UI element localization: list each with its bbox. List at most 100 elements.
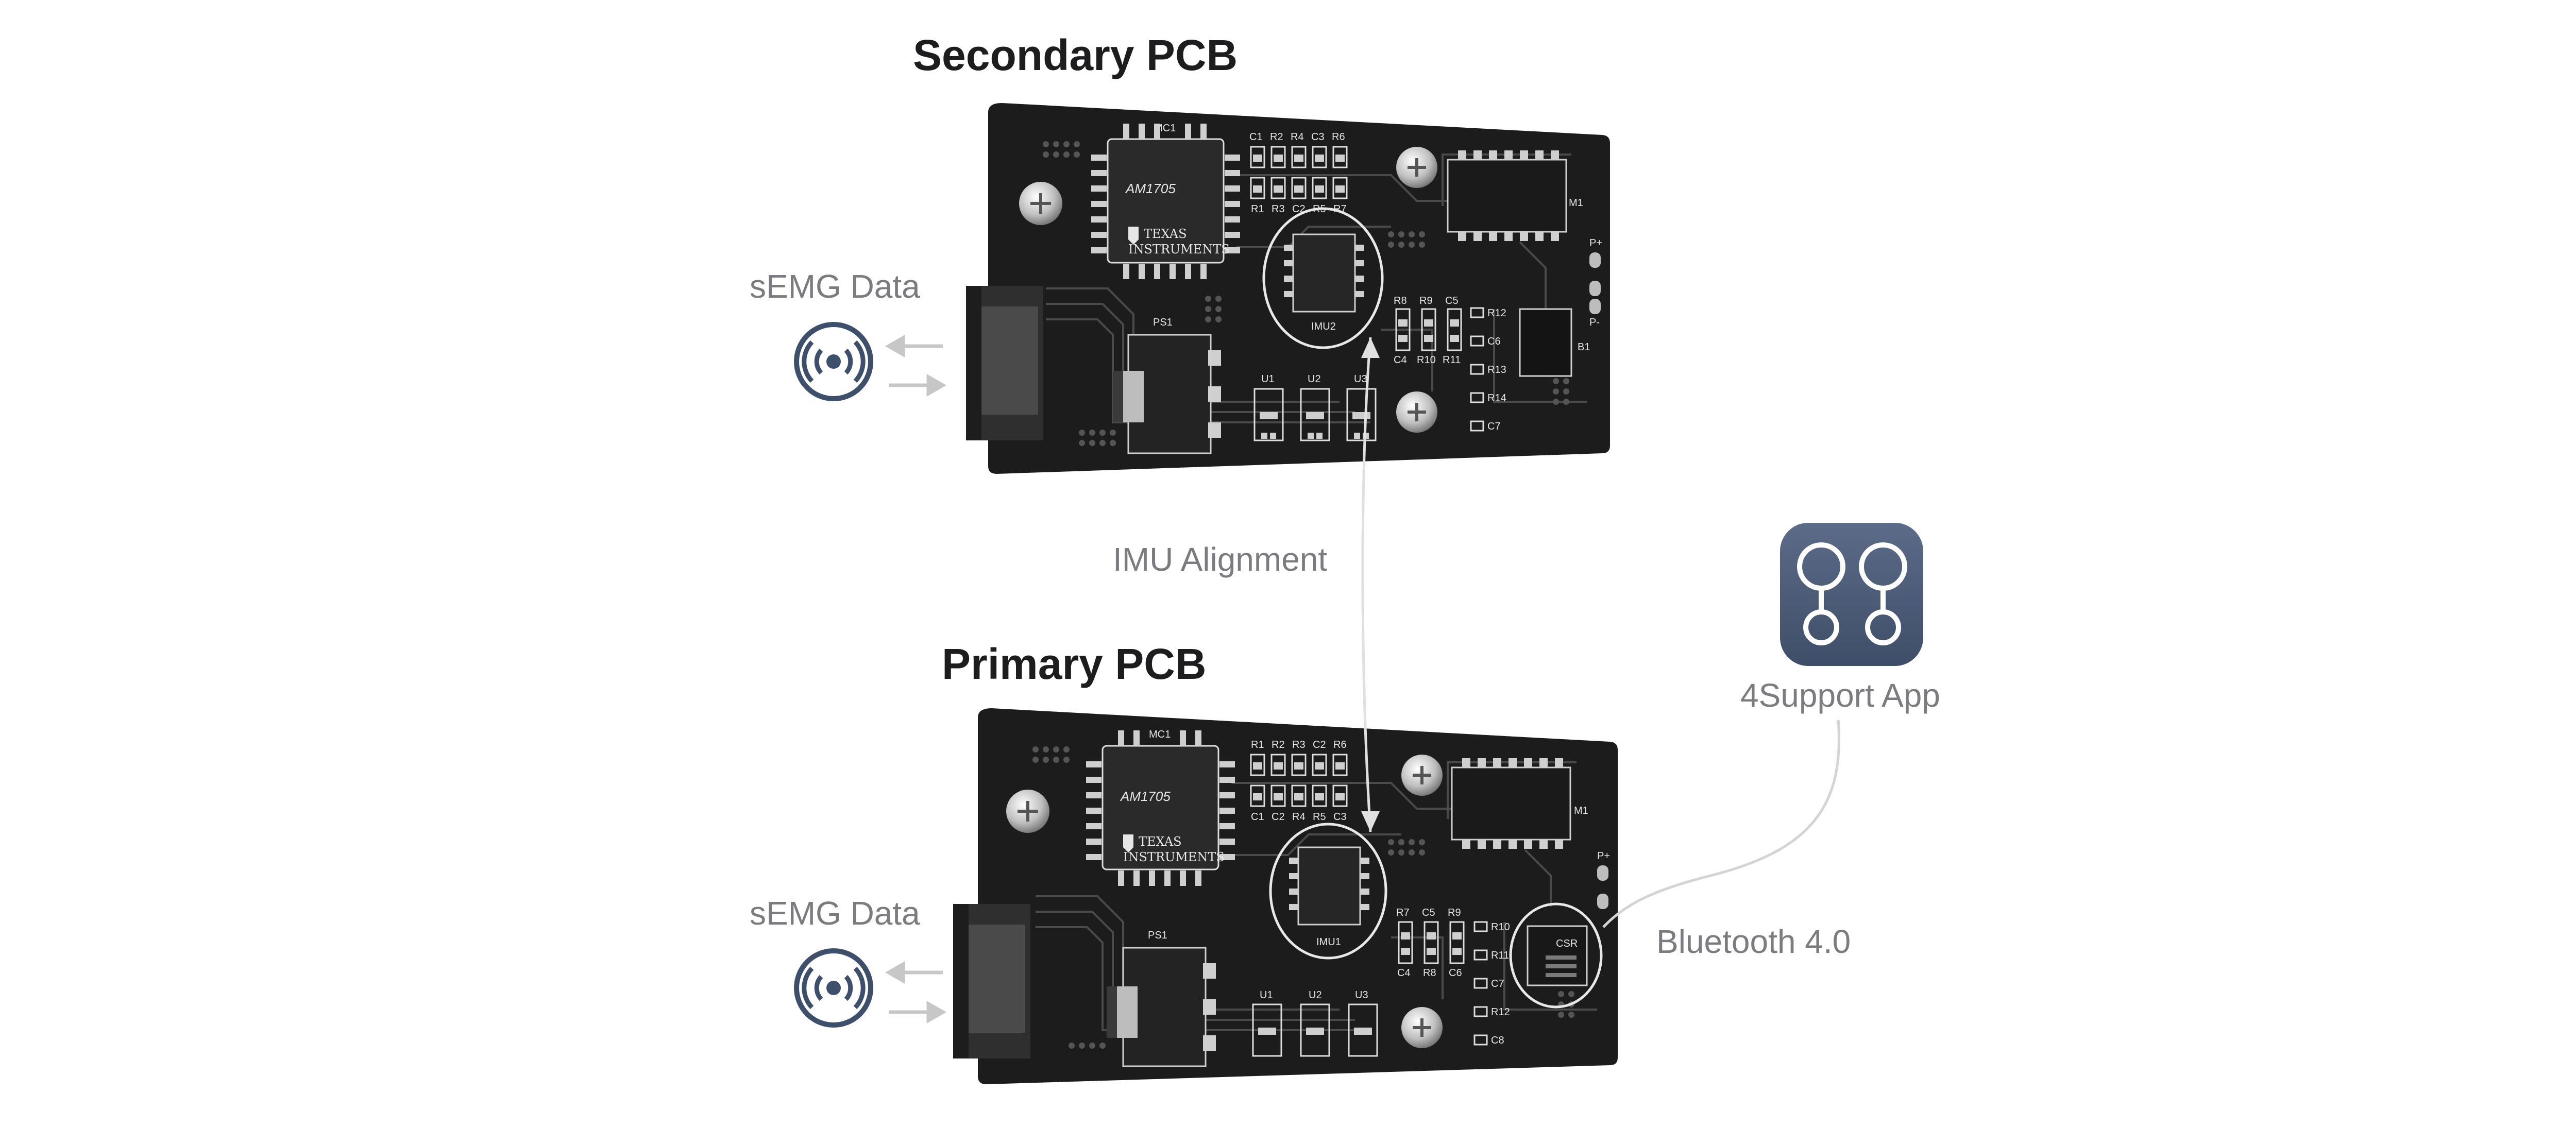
secondary-passives-right: R12 C6 R13 R14 C7 — [1470, 307, 1506, 432]
secondary-imu-chip: IMU2 — [1262, 207, 1384, 349]
semg-data-label-bottom: sEMG Data — [750, 895, 920, 932]
svg-text:C6: C6 — [1487, 336, 1501, 347]
primary-brand-line2: INSTRUMENTS — [1123, 850, 1225, 864]
primary-bt-chip: CSR — [1509, 902, 1603, 1009]
secondary-soic-ic: M1 — [1447, 150, 1583, 241]
svg-text:R13: R13 — [1487, 364, 1506, 375]
primary-mcu-ref: MC1 — [1149, 729, 1171, 740]
svg-text:U1: U1 — [1260, 989, 1273, 1001]
svg-text:R2: R2 — [1272, 739, 1285, 750]
svg-text:P+: P+ — [1589, 237, 1602, 249]
svg-text:R10: R10 — [1491, 921, 1510, 933]
secondary-connector — [966, 286, 1043, 440]
svg-text:R7: R7 — [1396, 907, 1410, 918]
secondary-screw-left — [1019, 182, 1062, 225]
semg-data-label-top: sEMG Data — [750, 268, 920, 305]
primary-ti-logo-icon — [1123, 834, 1133, 852]
primary-brand-line1: TEXAS — [1139, 834, 1182, 849]
svg-text:R1: R1 — [1251, 739, 1264, 750]
svg-text:M1: M1 — [1574, 805, 1588, 816]
4support-app-icon[interactable] — [1780, 523, 1923, 666]
svg-text:U3: U3 — [1354, 373, 1367, 385]
primary-screw-left — [1006, 790, 1049, 833]
primary-pcb: Primary PCB — [942, 640, 1618, 1084]
secondary-pcb-title: Secondary PCB — [913, 31, 1238, 79]
svg-text:C6: C6 — [1449, 967, 1462, 979]
primary-power-ref: PS1 — [1148, 930, 1167, 941]
svg-text:U3: U3 — [1355, 989, 1368, 1001]
secondary-screw-top — [1396, 147, 1437, 188]
svg-text:R9: R9 — [1448, 907, 1461, 918]
svg-text:C8: C8 — [1491, 1035, 1504, 1046]
svg-text:C7: C7 — [1491, 978, 1504, 989]
secondary-brand-line1: TEXAS — [1144, 227, 1187, 241]
svg-text:U2: U2 — [1309, 989, 1322, 1001]
svg-text:R4: R4 — [1292, 811, 1306, 823]
svg-text:C5: C5 — [1445, 295, 1459, 306]
svg-text:R9: R9 — [1419, 295, 1433, 306]
primary-passives-mid: R7 C5 R9 C4 R8 C6 — [1396, 907, 1465, 979]
secondary-passives-top: C1 R2 R4 C3 R6 R1 R3 C2 R5 R7 — [1249, 131, 1348, 215]
svg-text:C2: C2 — [1313, 739, 1326, 750]
svg-text:R4: R4 — [1291, 131, 1304, 143]
svg-text:P+: P+ — [1597, 850, 1610, 862]
svg-text:C7: C7 — [1487, 421, 1501, 432]
secondary-power-module: PS1 — [1113, 317, 1221, 454]
wireless-signal-icon — [794, 948, 873, 1028]
primary-connector — [953, 904, 1030, 1058]
svg-text:C3: C3 — [1311, 131, 1325, 143]
svg-text:C3: C3 — [1333, 811, 1347, 823]
svg-text:R5: R5 — [1313, 811, 1326, 823]
svg-text:R11: R11 — [1443, 354, 1461, 366]
svg-text:R3: R3 — [1292, 739, 1306, 750]
svg-text:R3: R3 — [1272, 203, 1285, 215]
svg-text:U1: U1 — [1261, 373, 1275, 385]
svg-text:C4: C4 — [1394, 354, 1407, 366]
primary-screw-top — [1401, 755, 1443, 796]
secondary-u-components: U1 U2 U3 — [1253, 373, 1377, 441]
secondary-passives-mid: R8 R9 C5 C4 R10 R11 — [1394, 295, 1462, 366]
svg-text:R12: R12 — [1491, 1006, 1510, 1018]
svg-text:C1: C1 — [1249, 131, 1263, 143]
svg-text:U2: U2 — [1308, 373, 1321, 385]
svg-text:R10: R10 — [1417, 354, 1436, 366]
svg-text:CSR: CSR — [1556, 938, 1578, 949]
svg-text:P-: P- — [1589, 317, 1600, 328]
primary-pcb-title: Primary PCB — [942, 640, 1207, 688]
semg-arrows-bottom — [885, 961, 947, 1024]
secondary-via-dots — [1043, 141, 1569, 446]
svg-text:R8: R8 — [1394, 295, 1407, 306]
bluetooth-link-line — [1602, 720, 1840, 928]
semg-arrows-top — [885, 334, 947, 397]
bluetooth-label: Bluetooth 4.0 — [1656, 923, 1851, 960]
svg-text:R6: R6 — [1333, 739, 1347, 750]
svg-text:B1: B1 — [1578, 341, 1590, 353]
wireless-signal-icon — [794, 322, 873, 401]
secondary-mcu-chip: MC1 AM1705 TEXAS INSTRUMENTS — [1091, 123, 1240, 279]
app-label: 4Support App — [1740, 677, 1940, 714]
secondary-power-ref: PS1 — [1153, 317, 1173, 328]
primary-passives-top: R1 R2 R3 C2 R6 C1 C2 R4 R5 C3 — [1250, 739, 1348, 823]
svg-text:C5: C5 — [1422, 907, 1435, 918]
svg-text:R1: R1 — [1251, 203, 1264, 215]
primary-imu-chip: IMU1 — [1269, 823, 1387, 960]
imu-alignment-arrow — [1361, 337, 1380, 832]
svg-text:R12: R12 — [1487, 308, 1506, 319]
secondary-brand-line2: INSTRUMENTS — [1128, 242, 1230, 257]
svg-text:C2: C2 — [1272, 811, 1285, 823]
svg-text:R6: R6 — [1332, 131, 1345, 143]
primary-power-module: PS1 — [1107, 930, 1216, 1067]
secondary-ti-logo-icon — [1128, 227, 1139, 245]
primary-mcu-chip: MC1 AM1705 TEXAS INSTRUMENTS — [1086, 729, 1235, 886]
primary-passives-right: R10 R11 C7 R12 C8 — [1473, 921, 1510, 1046]
svg-text:R2: R2 — [1270, 131, 1283, 143]
primary-mcu-part: AM1705 — [1120, 789, 1171, 804]
primary-imu-ref: IMU1 — [1316, 936, 1341, 948]
svg-text:R11: R11 — [1491, 950, 1509, 961]
primary-soic-ic: M1 — [1451, 758, 1588, 849]
secondary-power-pins: P+ P- — [1589, 237, 1602, 328]
svg-text:R14: R14 — [1487, 392, 1506, 404]
secondary-pcb: Secondary PCB — [913, 31, 1610, 474]
secondary-imu-ref: IMU2 — [1311, 321, 1336, 332]
primary-u-components: U1 U2 U3 — [1252, 989, 1378, 1057]
